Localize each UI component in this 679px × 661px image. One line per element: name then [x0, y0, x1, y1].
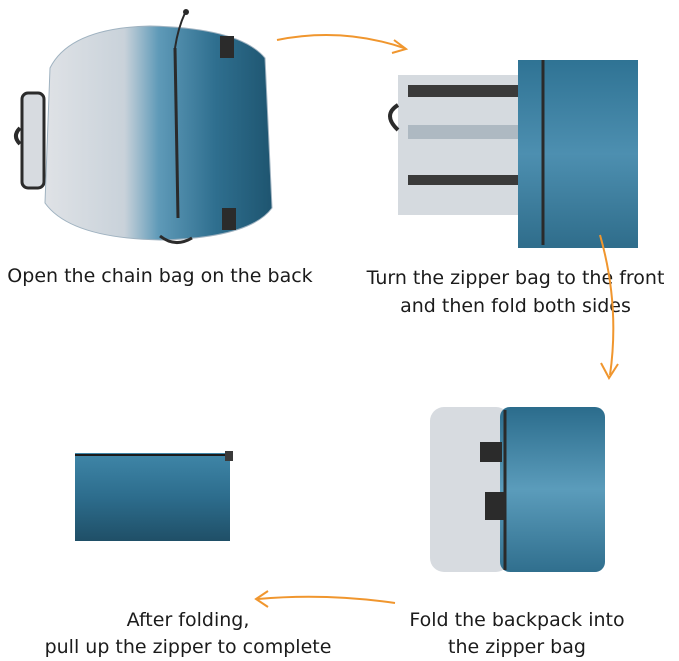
- step4-caption-line2: pull up the zipper to complete: [44, 636, 332, 658]
- backpack-sides-folded-image: [388, 60, 638, 248]
- step1-caption: Open the chain bag on the back: [7, 265, 313, 287]
- step4-caption-line1: After folding,: [126, 609, 250, 631]
- backpack-into-pouch-image: [430, 407, 605, 572]
- backpack-rear-view-image: [14, 9, 273, 244]
- arrow-down-icon: [599, 234, 619, 380]
- arrow-left-icon: [254, 590, 396, 608]
- zipped-pouch-image: [75, 451, 233, 541]
- step2-caption-line1: Turn the zipper bag to the front: [366, 267, 665, 289]
- step3-caption-line1: Fold the backpack into: [409, 609, 625, 631]
- step2-caption-line2: and then fold both sides: [400, 295, 631, 317]
- arrow-right-icon: [276, 34, 409, 54]
- step3-caption-line2: the zipper bag: [448, 636, 586, 658]
